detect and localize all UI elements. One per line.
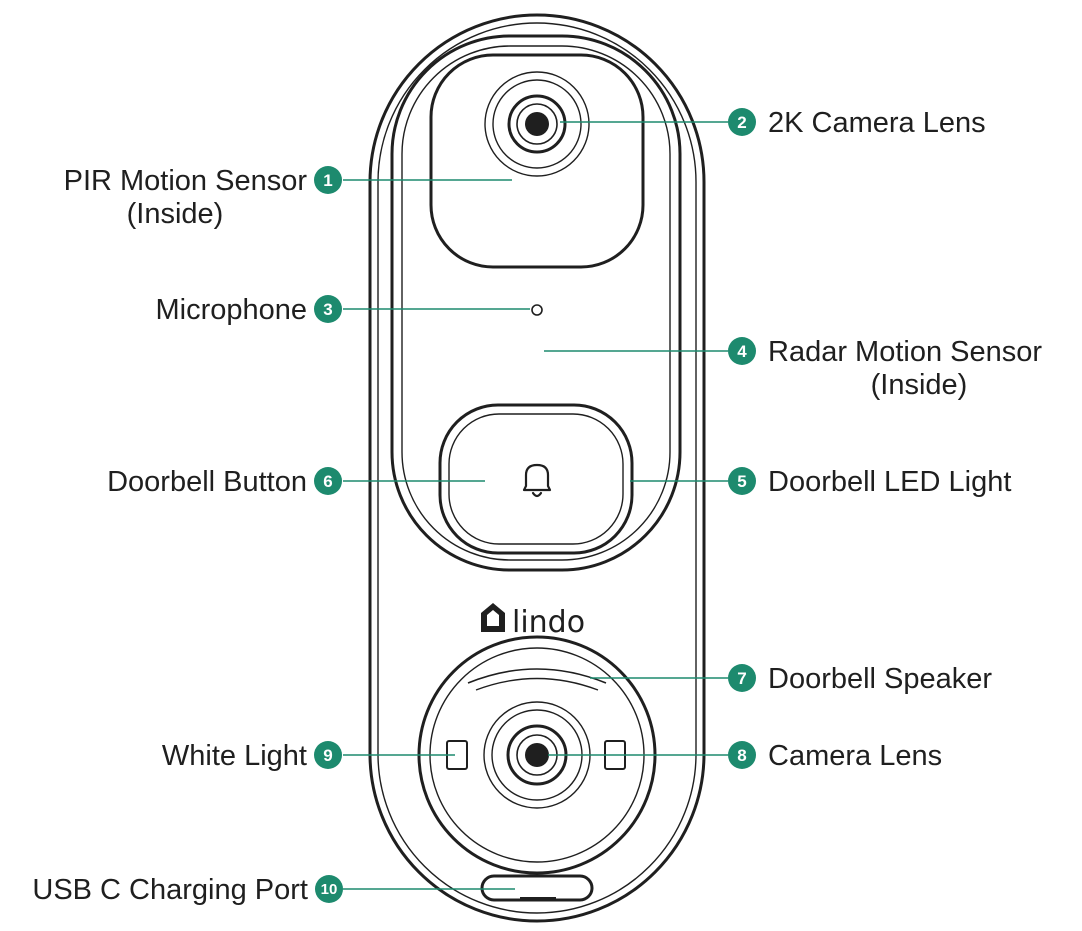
svg-text:2: 2 (737, 113, 746, 132)
svg-text:10: 10 (321, 881, 338, 898)
label-camera-lens: Camera Lens (768, 740, 942, 772)
device-outer-shell (368, 13, 706, 923)
svg-text:4: 4 (737, 342, 747, 361)
label-pir-motion-sensor-note: (Inside) (127, 198, 224, 230)
svg-text:5: 5 (737, 472, 746, 491)
speaker-grille (467, 668, 607, 684)
badge-2: 2 (728, 108, 756, 136)
brand-name: lindo (512, 605, 585, 640)
leader-lines (343, 121, 728, 890)
badge-6: 6 (314, 467, 342, 495)
badge-8: 8 (728, 741, 756, 769)
label-usb-c-charging-port: USB C Charging Port (32, 874, 308, 906)
svg-text:1: 1 (323, 171, 332, 190)
camera-window (429, 53, 645, 269)
badge-10: 10 (315, 875, 343, 903)
front-panel-outer (390, 34, 682, 572)
bell-icon (522, 463, 552, 498)
doorbell-button (438, 403, 634, 555)
svg-text:9: 9 (323, 746, 332, 765)
camera-lens (483, 701, 591, 809)
label-doorbell-button: Doorbell Button (107, 466, 307, 498)
svg-text:8: 8 (737, 746, 746, 765)
label-white-light: White Light (162, 740, 307, 772)
badge-1: 1 (314, 166, 342, 194)
label-radar-motion-sensor-note: (Inside) (871, 369, 968, 401)
device-inner-shell (377, 22, 697, 914)
svg-text:7: 7 (737, 669, 746, 688)
label-microphone: Microphone (155, 294, 307, 326)
svg-text:3: 3 (323, 300, 332, 319)
number-badges: 1 2 3 4 5 6 7 8 9 10 (314, 108, 756, 903)
badge-7: 7 (728, 664, 756, 692)
label-radar-motion-sensor: Radar Motion Sensor (768, 336, 1042, 368)
house-logo-icon (481, 603, 505, 632)
badge-5: 5 (728, 467, 756, 495)
usb-c-port (480, 874, 594, 902)
badge-9: 9 (314, 741, 342, 769)
badge-4: 4 (728, 337, 756, 365)
doorbell-device: lindo (368, 13, 706, 923)
svg-text:6: 6 (323, 472, 332, 491)
callout-labels: PIR Motion Sensor (Inside) 2K Camera Len… (32, 107, 1042, 906)
2k-camera-lens (484, 71, 590, 177)
front-panel-inner (401, 45, 671, 561)
label-doorbell-speaker: Doorbell Speaker (768, 663, 992, 695)
badge-3: 3 (314, 295, 342, 323)
label-doorbell-led-light: Doorbell LED Light (768, 466, 1011, 498)
microphone-hole (531, 304, 543, 316)
label-pir-motion-sensor: PIR Motion Sensor (64, 165, 308, 197)
label-2k-camera-lens: 2K Camera Lens (768, 107, 986, 139)
lindo-logo: lindo (481, 603, 585, 640)
